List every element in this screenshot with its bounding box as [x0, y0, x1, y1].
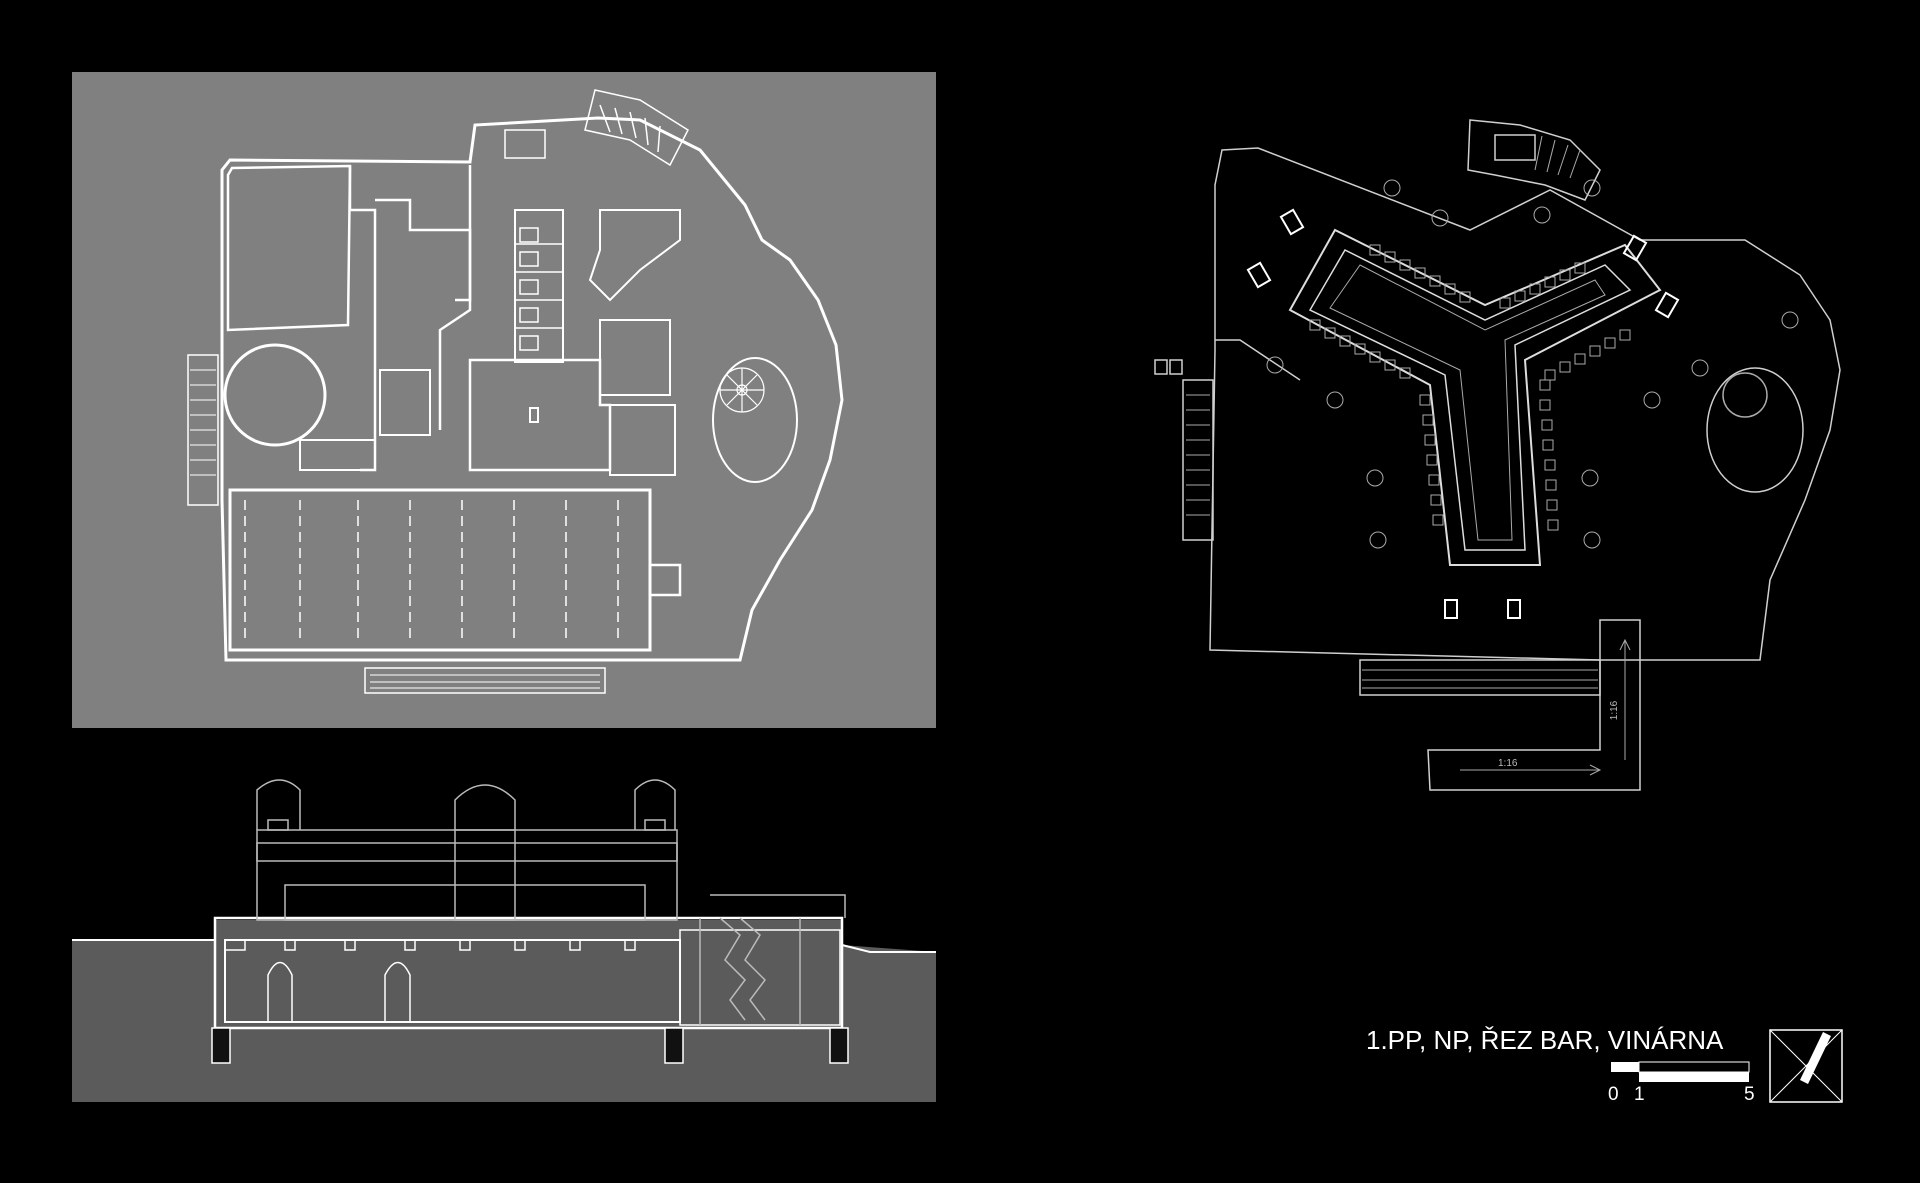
scale-label-1: 1: [1634, 1084, 1645, 1105]
drawing-title: 1.PP, NP, ŘEZ BAR, VINÁRNA: [1366, 1025, 1724, 1055]
basement-floor-plan: [72, 72, 936, 728]
outer-wall: [220, 116, 844, 662]
ramp-label-horizontal: 1:16: [1498, 758, 1518, 769]
ground-floor-outline: [1209, 147, 1841, 661]
scale-label-0: 0: [1608, 1084, 1619, 1105]
ramp-label-vertical: 1:16: [1609, 700, 1621, 721]
ground-floor-plan: [1154, 119, 1841, 791]
scale-label-5: 5: [1744, 1084, 1755, 1105]
scale-bar: [1611, 1061, 1750, 1082]
section-drawing: [72, 779, 936, 1102]
north-arrow: [1769, 1029, 1843, 1103]
